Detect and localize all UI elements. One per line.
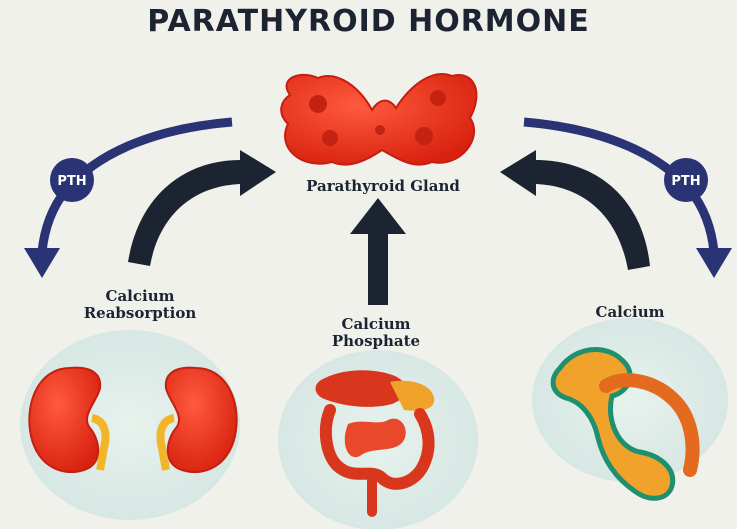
kidney-right-icon	[161, 368, 237, 472]
left-label: Calcium Reabsorption	[60, 288, 220, 323]
right-label: Calcium	[560, 304, 700, 321]
feedback-arrow-right	[500, 150, 650, 270]
left-label-line1: Calcium	[60, 288, 220, 305]
feedback-arrow-middle	[350, 198, 406, 305]
middle-label-line2: Phosphate	[306, 333, 446, 350]
pth-label-right: PTH	[671, 174, 700, 189]
feedback-arrow-left	[128, 150, 276, 266]
kidney-left-icon	[29, 368, 105, 472]
center-label: Parathyroid Gland	[268, 178, 498, 195]
pth-label-left: PTH	[57, 174, 86, 189]
middle-label: Calcium Phosphate	[306, 316, 446, 351]
middle-label-line1: Calcium	[306, 316, 446, 333]
pth-arrow-left	[24, 122, 232, 278]
parathyroid-gland-icon	[281, 74, 476, 165]
left-label-line2: Reabsorption	[60, 305, 220, 322]
